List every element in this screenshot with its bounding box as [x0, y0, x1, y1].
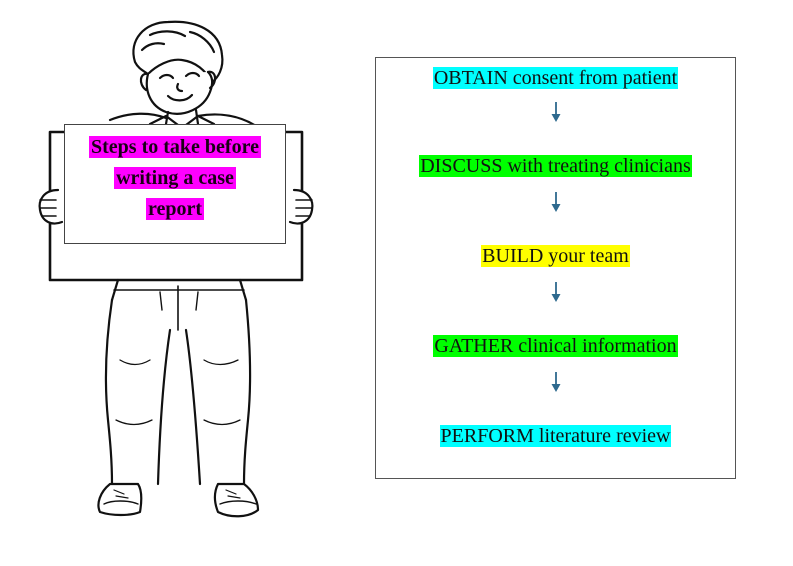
right-hand — [288, 188, 314, 225]
flow-step-label: PERFORM literature review — [439, 425, 672, 447]
down-arrow-icon — [551, 192, 560, 212]
down-arrow-icon — [551, 282, 560, 302]
left-leg — [104, 298, 114, 486]
cartoon-man-holding-sign — [38, 20, 314, 518]
sign-title-line: report — [147, 198, 203, 220]
flow-step: BUILD your team — [376, 244, 735, 268]
flow-step-label: OBTAIN consent from patient — [432, 67, 679, 89]
flow-step: PERFORM literature review — [376, 424, 735, 448]
left-hand — [38, 188, 64, 225]
down-arrow-icon — [551, 372, 560, 392]
sign-title-line: writing a case — [116, 167, 234, 189]
flow-step: OBTAIN consent from patient — [376, 66, 735, 90]
right-leg — [242, 298, 252, 486]
sign-title-line: Steps to take before — [91, 136, 259, 158]
flow-step: GATHER clinical information — [376, 334, 735, 358]
head — [145, 70, 214, 115]
sign-title: Steps to take before writing a case report — [89, 136, 261, 220]
down-arrow-icon — [551, 102, 560, 122]
sign-card: Steps to take before writing a case report — [64, 124, 286, 244]
flow-step-label: BUILD your team — [481, 245, 630, 267]
left-shoe — [97, 482, 143, 517]
flow-step: DISCUSS with treating clinicians — [376, 154, 735, 178]
right-shoe — [213, 482, 260, 518]
flow-step-label: DISCUSS with treating clinicians — [419, 155, 692, 177]
flow-step-label: GATHER clinical information — [433, 335, 678, 357]
